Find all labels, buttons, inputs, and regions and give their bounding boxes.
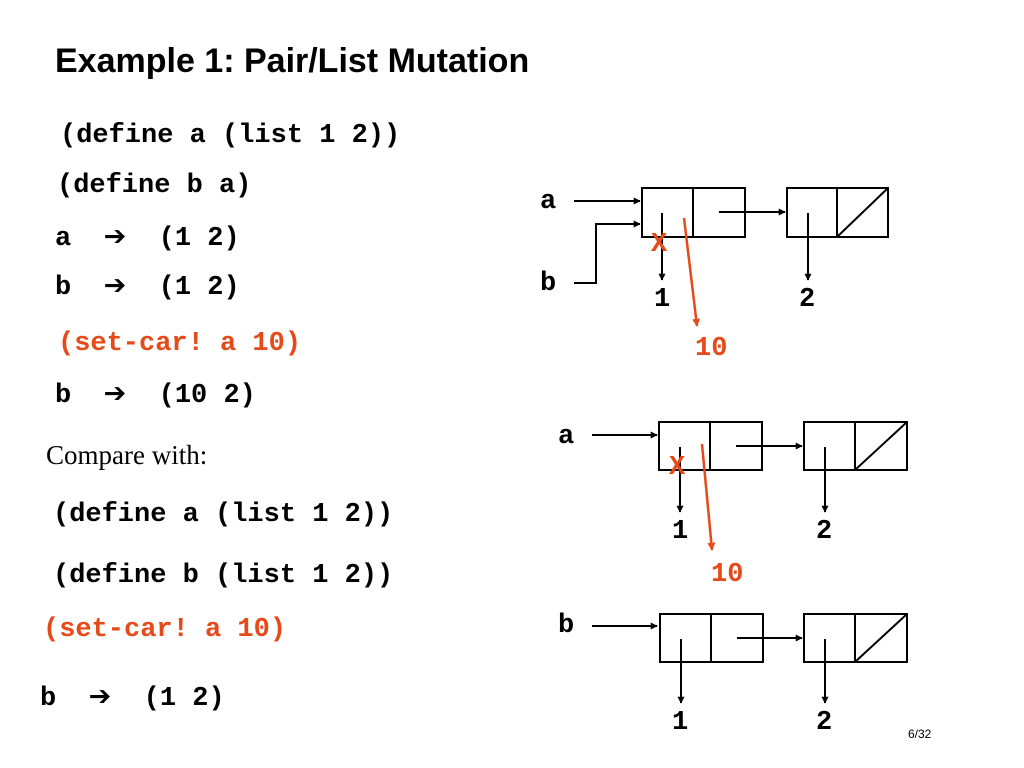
new-car-pointer (682, 217, 701, 327)
element-1: 1 (672, 517, 688, 547)
new-value: 10 (711, 560, 743, 590)
code-define-a: (define a (list 1 2)) (60, 121, 401, 151)
label-a: a (558, 422, 574, 452)
code-define-b-list: (define b (list 1 2)) (53, 561, 394, 591)
cross-mark-icon: X (669, 453, 686, 483)
right-arrow-icon: ➔ (103, 378, 127, 409)
new-value: 10 (695, 334, 727, 364)
element-2: 2 (816, 517, 832, 547)
code-b-eval-after: b ➔ (10 2) (55, 380, 256, 410)
pointer-b (574, 220, 641, 284)
cross-mark-icon: X (651, 230, 668, 260)
right-arrow-icon: ➔ (88, 681, 112, 712)
element-1: 1 (654, 285, 670, 315)
code-define-b-a: (define b a) (57, 171, 252, 201)
result-value: (1 2) (158, 273, 240, 303)
compare-label: Compare with: (46, 440, 208, 470)
code-b-eval: b ➔ (1 2) (55, 272, 240, 302)
element-2: 2 (799, 285, 815, 315)
label-b: b (540, 269, 556, 299)
label-a: a (540, 187, 556, 217)
var-name: b (55, 381, 72, 411)
result-value: (1 2) (158, 224, 240, 254)
code-b-eval-2: b ➔ (1 2) (40, 683, 225, 713)
slide-title: Example 1: Pair/List Mutation (55, 42, 530, 80)
diagram-list-a: a 1 2 X 10 (558, 421, 908, 590)
var-name: a (55, 224, 72, 254)
new-car-pointer (700, 443, 716, 551)
null-slash (836, 187, 889, 238)
code-a-eval: a ➔ (1 2) (55, 223, 240, 253)
diagram-list-b: b 1 2 (558, 611, 908, 738)
element-2: 2 (816, 708, 832, 738)
right-arrow-icon: ➔ (103, 270, 127, 301)
code-set-car-2: (set-car! a 10) (43, 615, 287, 645)
null-slash (854, 421, 908, 471)
page-number: 6/32 (908, 727, 932, 741)
diagram-shared-list: a b 1 2 X 10 (540, 187, 889, 364)
right-arrow-icon: ➔ (103, 221, 127, 252)
code-set-car: (set-car! a 10) (58, 329, 302, 359)
result-value: (10 2) (158, 381, 256, 411)
element-1: 1 (672, 708, 688, 738)
null-slash (854, 613, 908, 663)
label-b: b (558, 611, 574, 641)
var-name: b (40, 684, 57, 714)
code-define-a-2: (define a (list 1 2)) (53, 500, 394, 530)
result-value: (1 2) (143, 684, 225, 714)
var-name: b (55, 273, 72, 303)
